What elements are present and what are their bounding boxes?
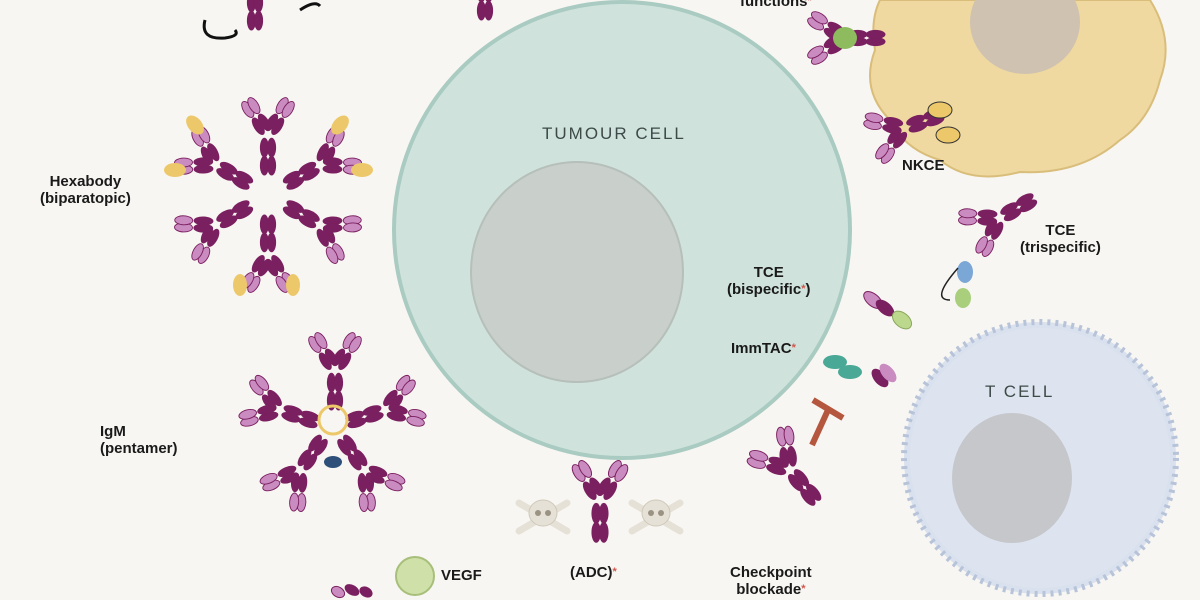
antibody-bottom-left bbox=[330, 584, 373, 599]
inhibition-icon bbox=[809, 397, 845, 447]
tce-bispecific-antibody bbox=[863, 291, 913, 330]
effector-function-antibody bbox=[805, 8, 886, 68]
checkpoint-antibody bbox=[739, 418, 842, 523]
tce-bispecific-label: TCE(bispecific*) bbox=[727, 264, 810, 298]
tce-bi-line1: TCE bbox=[753, 264, 784, 281]
tce-tri-line1: TCE bbox=[1045, 222, 1076, 239]
asterisk: * bbox=[807, 0, 812, 7]
igm-line1: IgM bbox=[100, 423, 126, 440]
linker-line bbox=[299, 2, 322, 12]
hexabody-label: Hexabody(biparatopic) bbox=[40, 173, 131, 207]
functions-text: functions bbox=[740, 0, 808, 10]
asterisk: * bbox=[801, 283, 806, 295]
antibody-top-middle bbox=[455, 0, 515, 21]
immtac-text: ImmTAC bbox=[731, 340, 792, 357]
igm-line2: (pentamer) bbox=[100, 440, 178, 457]
igm-label: IgM(pentamer) bbox=[100, 423, 178, 457]
t-cell-label: T CELL bbox=[985, 382, 1055, 401]
tce-tri-line2: (trispecific) bbox=[1020, 239, 1101, 256]
antibody-top-left bbox=[225, 0, 285, 31]
asterisk: * bbox=[791, 342, 796, 354]
adc-text: (ADC) bbox=[570, 564, 613, 581]
skull-icon-left bbox=[519, 500, 567, 531]
tumour-cell-nucleus bbox=[470, 161, 684, 383]
tce-trispecific-antibody bbox=[941, 172, 1050, 308]
functions-label: functions* bbox=[740, 0, 812, 10]
tce-trispecific-label: TCE(trispecific) bbox=[1020, 222, 1101, 256]
asterisk: * bbox=[801, 583, 806, 595]
asterisk: * bbox=[612, 566, 617, 578]
tce-bi-line2: (bispecific bbox=[727, 281, 802, 298]
hexabody-line2: (biparatopic) bbox=[40, 190, 131, 207]
skull-icon-right bbox=[632, 500, 680, 531]
nk-cell-nucleus bbox=[970, 0, 1080, 74]
adc-label: (ADC)* bbox=[570, 564, 617, 581]
immtac-label: ImmTAC* bbox=[731, 340, 796, 357]
checkpoint-line2: blockade bbox=[736, 581, 802, 598]
adc-antibody bbox=[519, 457, 680, 544]
tumour-cell-label: TUMOUR CELL bbox=[542, 124, 686, 143]
immtac-molecule bbox=[823, 355, 897, 388]
nkce-antibody bbox=[857, 86, 961, 169]
tce-bi-close: ) bbox=[805, 281, 811, 298]
vegf-label: VEGF bbox=[441, 567, 482, 584]
t-cell bbox=[901, 319, 1179, 597]
vegf-icon bbox=[395, 556, 435, 596]
linker-line bbox=[202, 19, 238, 40]
checkpoint-line1: Checkpoint bbox=[730, 564, 812, 581]
hexabody-line1: Hexabody bbox=[49, 173, 122, 190]
igm-pentamer-antibody bbox=[233, 330, 432, 520]
hexabody-antibody bbox=[164, 95, 373, 296]
nkce-label: NKCE bbox=[902, 157, 945, 174]
